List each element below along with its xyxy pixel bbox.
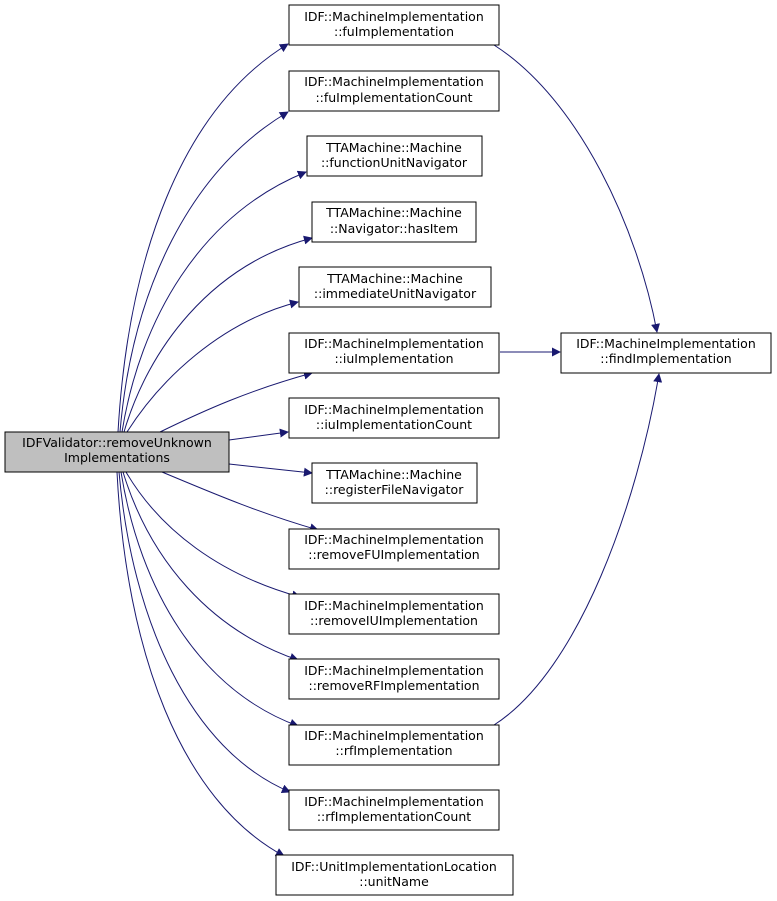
node-iu-implementation[interactable]: IDF::MachineImplementation ::iuImplement… <box>288 332 500 374</box>
node-remove-fu-implementation-line2: ::removeFUImplementation <box>308 547 479 562</box>
edge-root-fu-impl-count <box>119 111 289 433</box>
node-register-file-navigator-line1: TTAMachine::Machine <box>325 467 462 482</box>
edge-root-has-item <box>123 235 313 433</box>
node-iu-implementation-count-line2: ::iuImplementationCount <box>316 417 472 432</box>
node-rf-implementation-line1: IDF::MachineImplementation <box>304 728 484 743</box>
edge-root-immediate-nav <box>126 299 299 433</box>
node-find-implementation-line1: IDF::MachineImplementation <box>576 336 756 351</box>
edge-fu-impl-find <box>493 44 660 333</box>
node-fu-implementation-line1: IDF::MachineImplementation <box>304 9 484 24</box>
node-function-unit-navigator[interactable]: TTAMachine::Machine ::functionUnitNaviga… <box>306 135 483 177</box>
node-unit-name-line2: ::unitName <box>359 874 429 889</box>
node-unit-name-line1: IDF::UnitImplementationLocation <box>291 859 497 874</box>
node-root[interactable]: IDFValidator::removeUnknown Implementati… <box>4 431 230 473</box>
edge-root-iu-impl <box>159 370 313 433</box>
node-function-unit-navigator-line1: TTAMachine::Machine <box>325 140 462 155</box>
node-fu-implementation-count-line2: ::fuImplementationCount <box>315 90 472 105</box>
node-remove-iu-implementation-line1: IDF::MachineImplementation <box>304 598 484 613</box>
edge-root-unit-name <box>116 471 285 857</box>
node-root-line1: IDFValidator::removeUnknown <box>22 435 212 450</box>
edge-root-rf-impl <box>120 471 299 728</box>
node-find-implementation[interactable]: IDF::MachineImplementation ::findImpleme… <box>560 332 772 374</box>
edge-root-rf-navigator <box>228 463 313 477</box>
node-iu-implementation-line1: IDF::MachineImplementation <box>304 336 484 351</box>
node-fu-implementation[interactable]: IDF::MachineImplementation ::fuImplement… <box>288 4 500 46</box>
node-unit-name[interactable]: IDF::UnitImplementationLocation ::unitNa… <box>275 854 514 896</box>
node-navigator-has-item-line2: ::Navigator::hasItem <box>330 221 458 236</box>
node-immediate-unit-navigator-line2: ::immediateUnitNavigator <box>314 286 477 301</box>
node-fu-implementation-count-line1: IDF::MachineImplementation <box>304 74 484 89</box>
edges <box>116 43 663 857</box>
node-remove-rf-implementation-line2: ::removeRFImplementation <box>308 678 479 693</box>
node-register-file-navigator[interactable]: TTAMachine::Machine ::registerFileNaviga… <box>311 462 478 504</box>
node-rf-implementation-count[interactable]: IDF::MachineImplementation ::rfImplement… <box>288 789 500 831</box>
edge-root-fu-impl <box>117 43 289 433</box>
node-function-unit-navigator-line2: ::functionUnitNavigator <box>321 155 468 170</box>
node-remove-iu-implementation[interactable]: IDF::MachineImplementation ::removeIUImp… <box>288 593 500 635</box>
node-rf-implementation-count-line2: ::rfImplementationCount <box>317 809 471 824</box>
node-rf-implementation-count-line1: IDF::MachineImplementation <box>304 794 484 809</box>
node-iu-implementation-count-line1: IDF::MachineImplementation <box>304 402 484 417</box>
node-remove-fu-implementation-line1: IDF::MachineImplementation <box>304 532 484 547</box>
node-register-file-navigator-line2: ::registerFileNavigator <box>325 482 465 497</box>
node-navigator-has-item-line1: TTAMachine::Machine <box>325 205 462 220</box>
node-immediate-unit-navigator[interactable]: TTAMachine::Machine ::immediateUnitNavig… <box>298 266 492 308</box>
node-find-implementation-line2: ::findImplementation <box>600 351 731 366</box>
node-immediate-unit-navigator-line1: TTAMachine::Machine <box>326 271 463 286</box>
edge-root-remove-rf <box>122 471 299 662</box>
edge-root-iu-impl-count <box>228 428 289 441</box>
node-remove-rf-implementation[interactable]: IDF::MachineImplementation ::removeRFImp… <box>288 658 500 700</box>
node-fu-implementation-count[interactable]: IDF::MachineImplementation ::fuImplement… <box>288 70 500 112</box>
node-remove-iu-implementation-line2: ::removeIUImplementation <box>310 613 478 628</box>
edge-root-rf-impl-count <box>118 471 291 794</box>
edge-root-remove-iu <box>125 471 301 600</box>
node-iu-implementation-count[interactable]: IDF::MachineImplementation ::iuImplement… <box>288 397 500 439</box>
edge-root-fu-navigator <box>121 170 307 433</box>
edge-root-remove-fu <box>161 471 319 533</box>
node-rf-implementation[interactable]: IDF::MachineImplementation ::rfImplement… <box>288 724 500 766</box>
node-remove-fu-implementation[interactable]: IDF::MachineImplementation ::removeFUImp… <box>288 528 500 570</box>
node-navigator-has-item[interactable]: TTAMachine::Machine ::Navigator::hasItem <box>311 201 477 243</box>
node-rf-implementation-line2: ::rfImplementation <box>335 743 452 758</box>
edge-rf-impl-find <box>493 373 663 726</box>
node-fu-implementation-line2: ::fuImplementation <box>334 24 454 39</box>
node-iu-implementation-line2: ::iuImplementation <box>334 351 453 366</box>
node-root-line2: Implementations <box>64 450 170 465</box>
node-remove-rf-implementation-line1: IDF::MachineImplementation <box>304 663 484 678</box>
